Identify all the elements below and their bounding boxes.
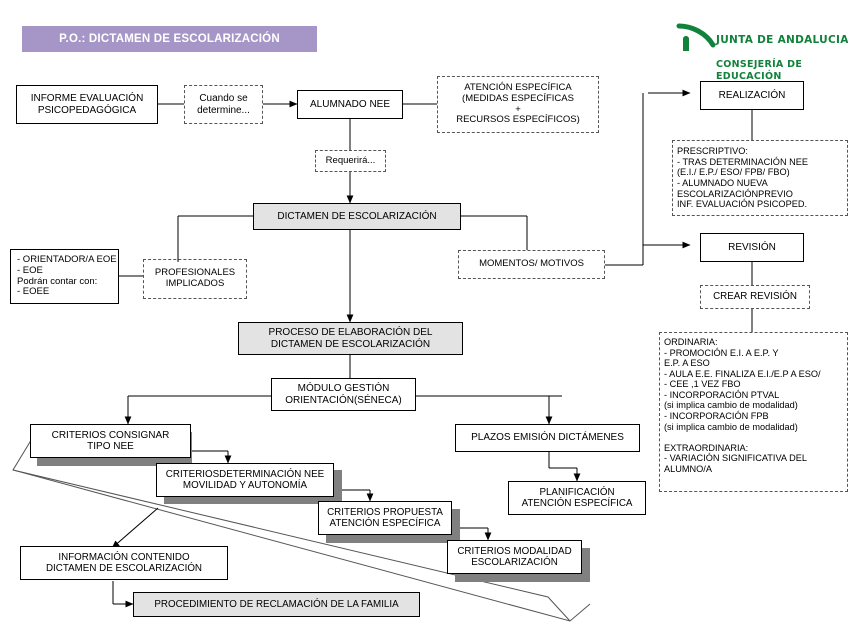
node-cuando-se-determine[interactable]: Cuando se determine... [184,85,263,124]
node-ordinaria-extraordinaria[interactable]: ORDINARIA: - PROMOCIÓN E.I. A E.P. Y E.P… [659,332,848,492]
node-revision[interactable]: REVISIÓN [700,233,804,262]
node-prescriptivo[interactable]: PRESCRIPTIVO: - TRAS DETERMINACIÓN NEE (… [672,140,848,216]
logo-text: JUNTA DE ANDALUCIA CONSEJERÍA DE EDUCACI… [716,22,848,95]
node-procedimiento-reclamacion[interactable]: PROCEDIMIENTO DE RECLAMACIÓN DE LA FAMIL… [133,592,420,617]
page-title-banner: P.O.: DICTAMEN DE ESCOLARIZACIÓN [22,26,317,52]
andalusia-arch-icon [676,23,716,51]
node-criterios-determinacion-nee[interactable]: CRITERIOSDETERMINACIÓN NEE MOVILIDAD Y A… [156,463,334,497]
node-informacion-contenido[interactable]: INFORMACIÓN CONTENIDO DICTAMEN DE ESCOLA… [20,546,228,580]
node-profesionales-implicados[interactable]: PROFESIONALES IMPLICADOS [143,259,247,299]
node-planificacion-atencion-especifica[interactable]: PLANIFICACIÓN ATENCIÓN ESPECÍFICA [508,481,646,515]
node-modulo-gestion-seneca[interactable]: MÓDULO GESTIÓN ORIENTACIÓN(SÉNECA) [271,378,416,411]
node-dictamen-escolarizacion[interactable]: DICTAMEN DE ESCOLARIZACIÓN [253,203,461,230]
page-title: P.O.: DICTAMEN DE ESCOLARIZACIÓN [59,33,280,45]
node-realizacion[interactable]: REALIZACIÓN [700,81,804,110]
node-criterios-propuesta-atencion[interactable]: CRITERIOS PROPUESTA ATENCIÓN ESPECÍFICA [318,501,452,535]
node-plazos-emision-dictamenes[interactable]: PLAZOS EMISIÓN DICTÁMENES [455,424,640,452]
node-proceso-elaboracion[interactable]: PROCESO DE ELABORACIÓN DEL DICTAMEN DE E… [238,322,463,355]
logo-line-1: JUNTA DE ANDALUCIA [716,33,848,46]
node-crear-revision[interactable]: CREAR REVISIÓN [700,285,810,309]
node-momentos-motivos[interactable]: MOMENTOS/ MOTIVOS [458,250,605,279]
node-criterios-consignar-tipo-nee[interactable]: CRITERIOS CONSIGNAR TIPO NEE [30,424,191,458]
node-alumnado-nee[interactable]: ALUMNADO NEE [297,90,403,119]
node-informe-evaluacion[interactable]: INFORME EVALUACIÓN PSICOPEDAGÓGICA [16,85,158,124]
node-criterios-modalidad-escolarizacion[interactable]: CRITERIOS MODALIDAD ESCOLARIZACIÓN [447,540,582,574]
logo-line-2: CONSEJERÍA DE EDUCACIÓN [716,58,803,82]
node-orientador-eoe-list[interactable]: - ORIENTADOR/A EOE - EOE Podrán contar c… [10,249,119,304]
node-atencion-especifica[interactable]: ATENCIÓN ESPECÍFICA (MEDIDAS ESPECÍFICAS… [437,76,599,133]
node-requerira[interactable]: Requerirá... [315,150,386,172]
